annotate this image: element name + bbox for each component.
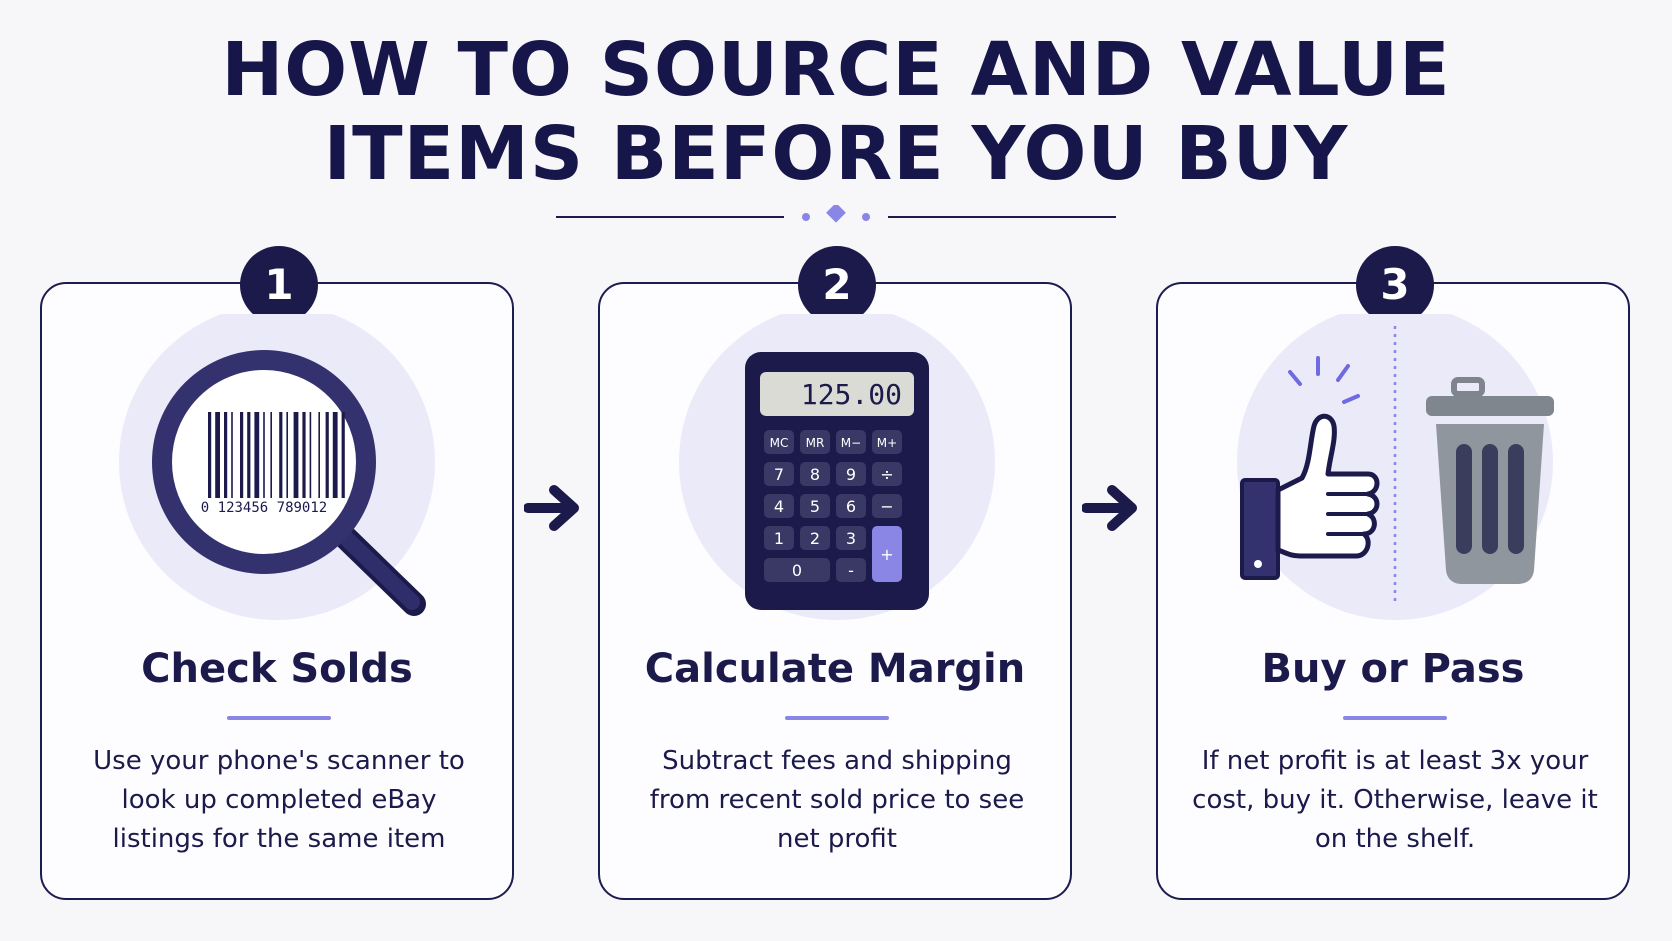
step-title: Calculate Margin <box>644 646 1026 692</box>
calculator-key <box>764 494 794 518</box>
calculator-key-label: 5 <box>810 497 820 516</box>
calculator-key-label: M− <box>841 436 861 450</box>
calculator-key-label: + <box>880 545 893 564</box>
calculator-key <box>800 462 830 486</box>
calculator-key <box>800 526 830 550</box>
calculator-key <box>836 430 866 454</box>
page-title-line-1: HOW TO SOURCE AND VALUE <box>221 27 1451 113</box>
calculator-key <box>872 526 902 582</box>
step-title: Buy or Pass <box>1261 646 1525 692</box>
calculator-key-label: MR <box>806 436 825 450</box>
calculator-key-label: - <box>848 561 854 580</box>
arrow-right-icon <box>524 485 579 531</box>
calculator-key-label: 8 <box>810 465 820 484</box>
calculator-key <box>872 494 902 518</box>
step-description: Use your phone's scanner to look up comp… <box>93 746 465 854</box>
step-card-calculate-margin: 2 125.00 MC MR M− M+ 7 8 9 ÷ 4 5 6 − 1 2 3 +0 - Calculat… <box>598 246 1072 900</box>
step-description: Subtract fees and shipping from recent s… <box>649 746 1025 854</box>
calculator-key-label: 2 <box>810 529 820 548</box>
calculator-key-label: M+ <box>877 436 897 450</box>
calculator-key <box>764 558 830 582</box>
arrow-right-icon <box>1082 485 1137 531</box>
calculator-key <box>764 430 794 454</box>
calculator-key <box>836 526 866 550</box>
calculator-icon: 125.00 MC MR M− M+ 7 8 9 ÷ 4 5 6 − 1 2 3 +0 - <box>679 314 995 620</box>
title-divider <box>556 205 1116 223</box>
step-card-check-solds: 1 0 123456 789012 Check Solds Use your p… <box>40 246 514 900</box>
calculator-keypad: MC MR M− M+ 7 8 9 ÷ 4 5 6 − 1 2 3 +0 - <box>764 430 902 582</box>
calculator-key-label: MC <box>770 436 789 450</box>
step-title: Check Solds <box>141 646 413 692</box>
calculator-key <box>800 430 830 454</box>
barcode-digits: 0 123456 789012 <box>201 500 327 516</box>
calculator-display: 125.00 <box>801 378 902 411</box>
barcode <box>208 412 345 498</box>
calculator-key <box>836 494 866 518</box>
calculator-key <box>836 462 866 486</box>
calculator-key <box>764 526 794 550</box>
page-title-line-2: ITEMS BEFORE YOU BUY <box>323 111 1349 197</box>
thumbs-up-icon <box>1240 413 1380 580</box>
calculator-key-label: ÷ <box>880 465 893 484</box>
calculator-key <box>872 430 902 454</box>
calculator-key-label: 3 <box>846 529 856 548</box>
calculator-key-label: 7 <box>774 465 784 484</box>
calculator-key-label: 9 <box>846 465 856 484</box>
step-description: If net profit is at least 3x your cost, … <box>1192 746 1598 854</box>
title-underline <box>227 716 331 720</box>
calculator-key-label: − <box>880 497 893 516</box>
trash-can-icon <box>1426 377 1554 584</box>
sparkle-icon <box>1288 356 1360 404</box>
calculator-key <box>836 558 866 582</box>
calculator-key-label: 1 <box>774 529 784 548</box>
magnifier-barcode-icon: 0 123456 789012 <box>119 314 435 620</box>
title-underline <box>785 716 889 720</box>
thumbs-up-and-trash-icon <box>1237 314 1554 620</box>
title-underline <box>1343 716 1447 720</box>
step-number-badge: 3 <box>1356 246 1434 324</box>
step-card-buy-or-pass: 3 Buy or Pass If net profit i <box>1156 246 1630 900</box>
calculator-key <box>764 462 794 486</box>
calculator-key-label: 6 <box>846 497 856 516</box>
step-number-badge: 2 <box>798 246 876 324</box>
calculator-key <box>872 462 902 486</box>
step-number-badge: 1 <box>240 246 318 324</box>
calculator-key-label: 0 <box>792 561 802 580</box>
page-title: HOW TO SOURCE AND VALUE ITEMS BEFORE YOU… <box>0 28 1672 196</box>
calculator-key-label: 4 <box>774 497 784 516</box>
calculator-key <box>800 494 830 518</box>
